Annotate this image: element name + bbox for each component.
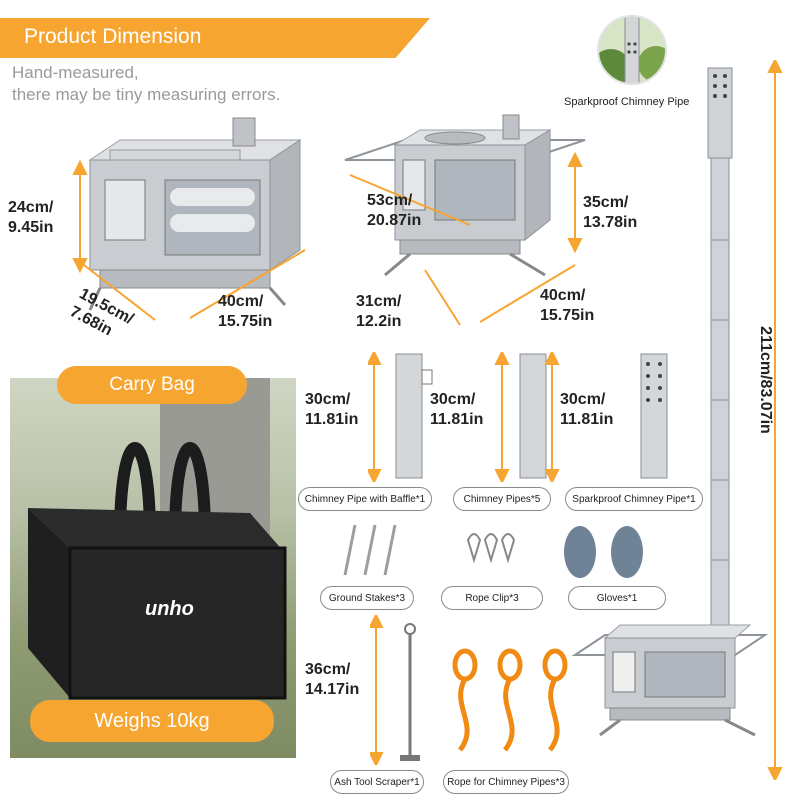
carry-bag-photo: unho [10, 378, 296, 758]
pipes-illustration [368, 352, 668, 482]
carry-bag-title: Carry Bag [57, 366, 247, 404]
assembled-stove-illustration [571, 67, 769, 737]
chimney-inset-photo [597, 15, 667, 85]
total-height-label: 211cm/83.07in [757, 326, 774, 434]
accessories-illustration [343, 524, 643, 578]
page-title: Product Dimension [24, 25, 202, 48]
stove-right-height: 35cm/ 13.78in [583, 194, 638, 231]
note-line-1: Hand-measured, [12, 63, 139, 82]
stove-right-depth: 31cm/ 12.2in [356, 293, 402, 330]
label-ground-stakes: Ground Stakes*3 [320, 586, 414, 610]
chimney-label: Sparkproof Chimney Pipe [564, 96, 690, 108]
rope-illustration [452, 648, 568, 752]
bag-illustration [28, 442, 287, 700]
pipe-standard-length: 30cm/ 11.81in [430, 391, 484, 428]
stove-right-illustration [344, 114, 586, 277]
stove-left-illustration [88, 117, 302, 311]
stove-right-width: 40cm/ 15.75in [540, 287, 595, 324]
stove-left-height: 24cm/ 9.45in [8, 199, 54, 236]
label-chimney-pipe-baffle: Chimney Pipe with Baffle*1 [298, 487, 432, 511]
title-banner: Product Dimension [0, 18, 430, 58]
stove-right-arrows [349, 151, 583, 326]
label-rope-clip: Rope Clip*3 [441, 586, 543, 610]
label-ash-scraper: Ash Tool Scraper*1 [330, 770, 424, 794]
label-chimney-pipes: Chimney Pipes*5 [453, 487, 551, 511]
stove-left-arrows [72, 160, 306, 321]
note-line-2: there may be tiny measuring errors. [12, 85, 281, 104]
pipe-sparkproof-length: 30cm/ 11.81in [560, 391, 614, 428]
bag-brand-logo: unho [145, 598, 194, 620]
stove-left-width: 40cm/ 15.75in [218, 293, 273, 330]
scraper-illustration [370, 615, 420, 765]
bag-weight: Weighs 10kg [30, 700, 274, 742]
stove-right-rack-width: 53cm/ 20.87in [367, 192, 422, 229]
scraper-length: 36cm/ 14.17in [305, 661, 360, 698]
measurement-note: Hand-measured, there may be tiny measuri… [12, 62, 280, 106]
label-gloves: Gloves*1 [568, 586, 666, 610]
total-height-arrow [767, 60, 783, 780]
label-sparkproof-pipe: Sparkproof Chimney Pipe*1 [565, 487, 703, 511]
label-chimney-rope: Rope for Chimney Pipes*3 [443, 770, 569, 794]
pipe-baffle-length: 30cm/ 11.81in [305, 391, 359, 428]
